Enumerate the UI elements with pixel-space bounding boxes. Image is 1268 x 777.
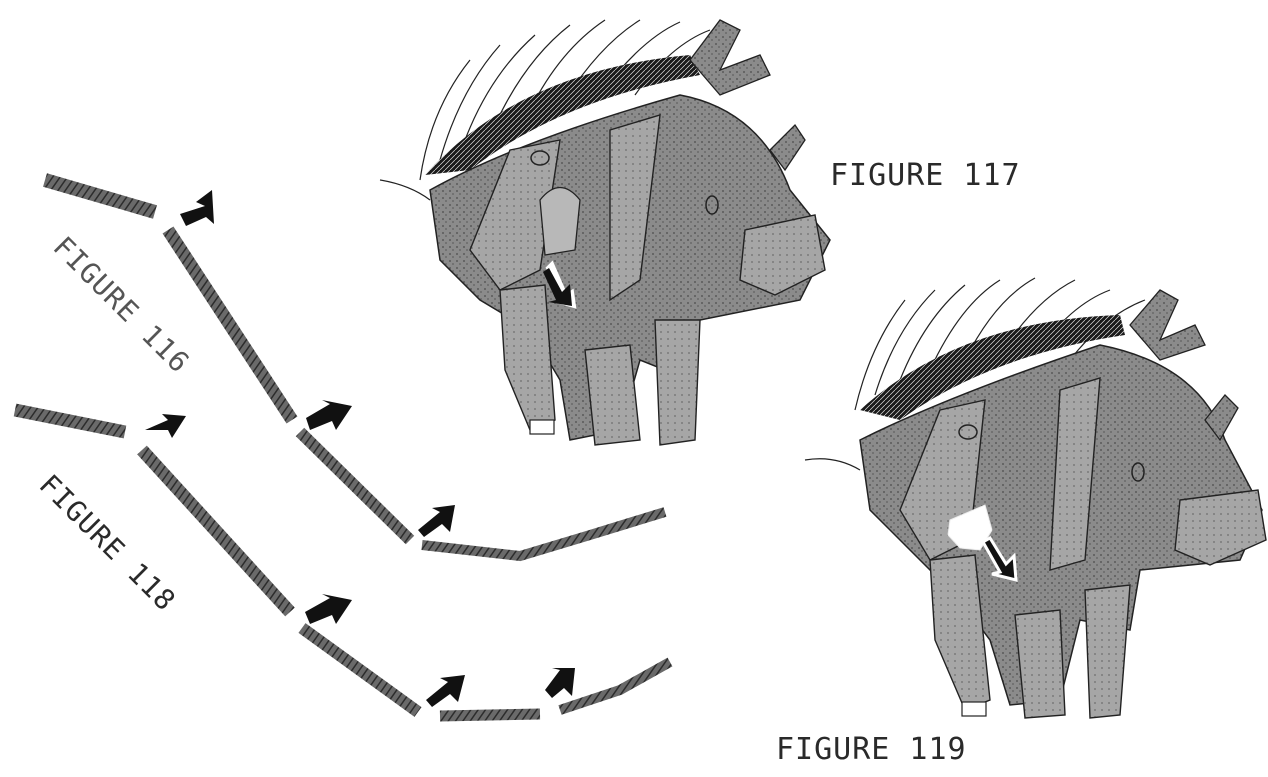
leg-segment bbox=[302, 628, 418, 712]
joint-arrow bbox=[145, 414, 186, 438]
projection bbox=[690, 20, 770, 95]
joint-arrow bbox=[305, 594, 352, 624]
leg-segment bbox=[45, 180, 155, 212]
joint-arrow bbox=[306, 400, 352, 430]
leg-segment bbox=[168, 230, 292, 420]
leg-segment bbox=[15, 410, 125, 432]
joint-arrow bbox=[180, 190, 214, 226]
figure-119-label: FIGURE 119 bbox=[776, 732, 967, 767]
joint-arrow bbox=[426, 675, 465, 707]
joint-arrow bbox=[545, 668, 575, 698]
figure-117-mite bbox=[380, 20, 830, 445]
leg bbox=[655, 320, 700, 445]
leg bbox=[1085, 585, 1130, 718]
leg-segment bbox=[422, 512, 665, 556]
leg-segment bbox=[440, 714, 540, 716]
leg bbox=[1175, 490, 1266, 565]
leg bbox=[500, 285, 555, 430]
projection bbox=[1130, 290, 1205, 360]
figure-119-mite bbox=[805, 278, 1266, 718]
leg-segment bbox=[560, 662, 670, 710]
leg bbox=[585, 345, 640, 445]
leg-segment bbox=[300, 432, 410, 540]
genital-plate bbox=[540, 188, 580, 256]
figure-117-label: FIGURE 117 bbox=[830, 158, 1021, 193]
joint-arrow bbox=[418, 505, 455, 537]
tarsus bbox=[530, 420, 554, 434]
tarsus bbox=[962, 702, 986, 716]
